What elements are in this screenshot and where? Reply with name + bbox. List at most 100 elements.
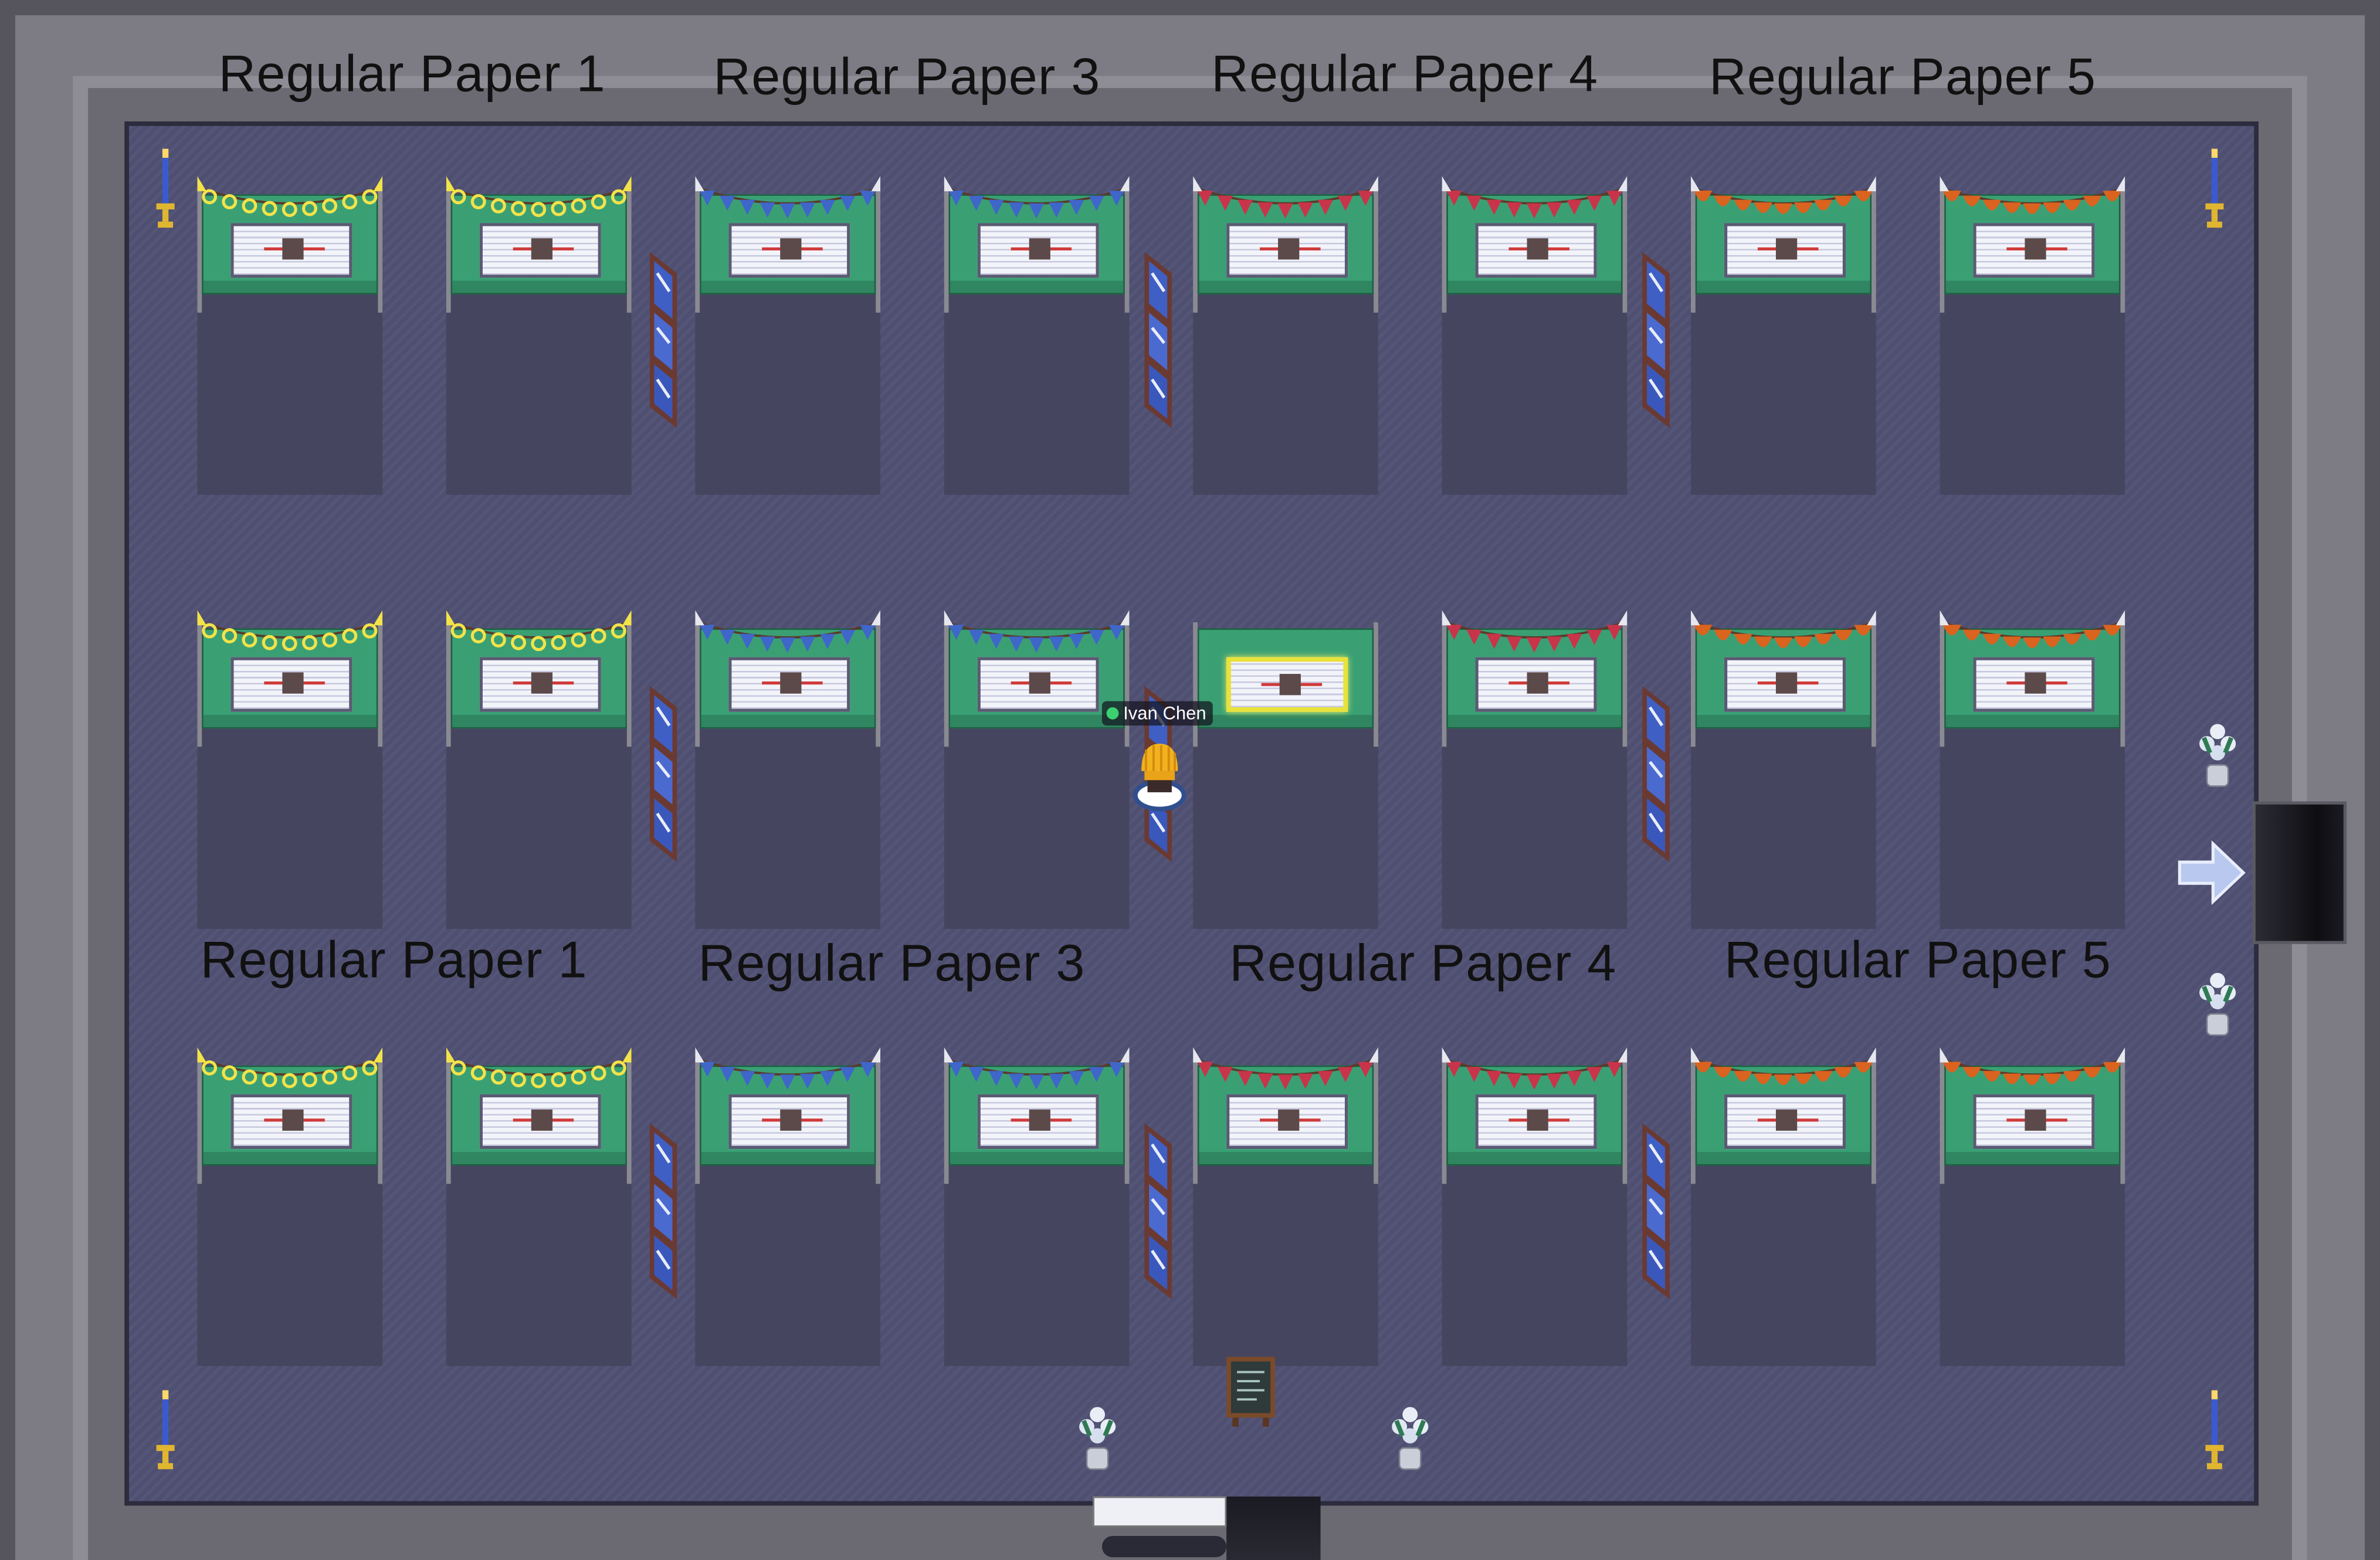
poster-paper[interactable]	[977, 657, 1099, 712]
booth-post	[944, 188, 949, 313]
garland-orange	[1940, 1047, 2125, 1086]
booth-post	[2120, 188, 2125, 313]
poster-booth[interactable]	[446, 176, 632, 495]
poster-paper[interactable]	[230, 1094, 352, 1149]
poster-board	[1197, 194, 1374, 295]
right-arrow-icon[interactable]	[2174, 838, 2249, 908]
poster-booth[interactable]	[446, 610, 632, 929]
booth-post	[446, 622, 451, 747]
poster-paper[interactable]	[728, 1094, 850, 1149]
poster-booth[interactable]	[197, 1047, 383, 1366]
toolbar-preview[interactable]	[1101, 1536, 1227, 1558]
booth-post	[944, 1059, 949, 1184]
poster-paper[interactable]	[1973, 223, 2095, 278]
poster-booth[interactable]	[1442, 610, 1628, 929]
poster-booth[interactable]	[1691, 610, 1876, 929]
poster-booth[interactable]	[695, 1047, 881, 1366]
poster-booth[interactable]	[197, 176, 383, 495]
booth-post	[1940, 622, 1945, 747]
poster-booth[interactable]	[1691, 176, 1876, 495]
poster-booth[interactable]	[1442, 176, 1628, 495]
stained-glass-partition	[649, 686, 677, 862]
poster-booth[interactable]	[1442, 1047, 1628, 1366]
poster-board	[948, 194, 1125, 295]
booth-post	[1124, 188, 1130, 313]
plant-icon	[1079, 1407, 1116, 1470]
poster-paper[interactable]	[1226, 657, 1348, 712]
poster-board	[1944, 194, 2121, 295]
poster-paper[interactable]	[230, 223, 352, 278]
poster-paper[interactable]	[977, 1094, 1099, 1149]
poster-booth[interactable]	[944, 176, 1130, 495]
poster-booth[interactable]	[197, 610, 383, 929]
avatar[interactable]	[1129, 738, 1190, 813]
poster-booth-highlighted[interactable]	[1193, 610, 1378, 929]
poster-paper[interactable]	[1973, 657, 2095, 712]
garland-yellow	[446, 610, 632, 652]
plant-icon	[2199, 972, 2236, 1036]
poster-paper[interactable]	[1226, 1094, 1348, 1149]
poster-paper[interactable]	[977, 223, 1099, 278]
poster-board	[202, 628, 378, 729]
poster-paper[interactable]	[479, 657, 601, 712]
poster-paper[interactable]	[1973, 1094, 2095, 1149]
poster-booth[interactable]	[944, 610, 1130, 929]
booth-post	[1940, 188, 1945, 313]
booth-post	[1442, 1059, 1447, 1184]
poster-board	[1197, 1065, 1374, 1166]
poster-preview[interactable]	[1093, 1496, 1227, 1527]
poster-paper[interactable]	[230, 657, 352, 712]
booth-post	[626, 622, 632, 747]
poster-paper[interactable]	[479, 223, 601, 278]
poster-booth[interactable]	[1193, 1047, 1378, 1366]
section-label: Regular Paper 3	[698, 935, 1086, 993]
booth-post	[1193, 188, 1198, 313]
room-floor[interactable]	[124, 121, 2259, 1506]
garland-orange	[1691, 1047, 1876, 1086]
avatar-name: Ivan Chen	[1123, 703, 1206, 724]
poster-booth[interactable]	[1940, 1047, 2125, 1366]
poster-booth[interactable]	[1691, 1047, 1876, 1366]
poster-paper[interactable]	[1724, 657, 1846, 712]
booth-post	[197, 622, 202, 747]
plant-icon	[1392, 1407, 1429, 1470]
booth-post	[1374, 1059, 1378, 1184]
chalkboard-sign-icon[interactable]	[1223, 1354, 1278, 1427]
poster-board	[450, 1065, 627, 1166]
poster-booth[interactable]	[695, 610, 881, 929]
entrance-door[interactable]	[1226, 1496, 1321, 1560]
poster-booth[interactable]	[1940, 610, 2125, 929]
candle-icon	[2205, 148, 2224, 228]
poster-paper[interactable]	[479, 1094, 601, 1149]
poster-paper[interactable]	[1226, 223, 1348, 278]
booth-post	[944, 622, 949, 747]
poster-booth[interactable]	[446, 1047, 632, 1366]
garland-blue	[695, 1047, 881, 1090]
poster-booth[interactable]	[1940, 176, 2125, 495]
section-label: Regular Paper 3	[713, 48, 1101, 107]
poster-paper[interactable]	[1724, 223, 1846, 278]
exit-door[interactable]	[2252, 801, 2347, 944]
poster-booth[interactable]	[695, 176, 881, 495]
poster-booth[interactable]	[944, 1047, 1130, 1366]
garland-blue	[695, 610, 881, 653]
poster-paper[interactable]	[728, 223, 850, 278]
booth-post	[876, 622, 881, 747]
poster-paper[interactable]	[1724, 1094, 1846, 1149]
poster-paper[interactable]	[1475, 1094, 1597, 1149]
poster-booth[interactable]	[1193, 176, 1378, 495]
booth-post	[1622, 622, 1628, 747]
booth-post	[876, 188, 881, 313]
poster-paper[interactable]	[728, 657, 850, 712]
candle-icon	[156, 148, 175, 228]
section-label: Regular Paper 5	[1709, 48, 2097, 107]
poster-board	[202, 1065, 378, 1166]
booth-post	[1872, 622, 1876, 747]
booth-post	[876, 1059, 881, 1184]
candle-icon	[2205, 1390, 2224, 1470]
poster-paper[interactable]	[1475, 657, 1597, 712]
poster-board	[1446, 194, 1623, 295]
poster-board	[450, 194, 627, 295]
poster-paper[interactable]	[1475, 223, 1597, 278]
